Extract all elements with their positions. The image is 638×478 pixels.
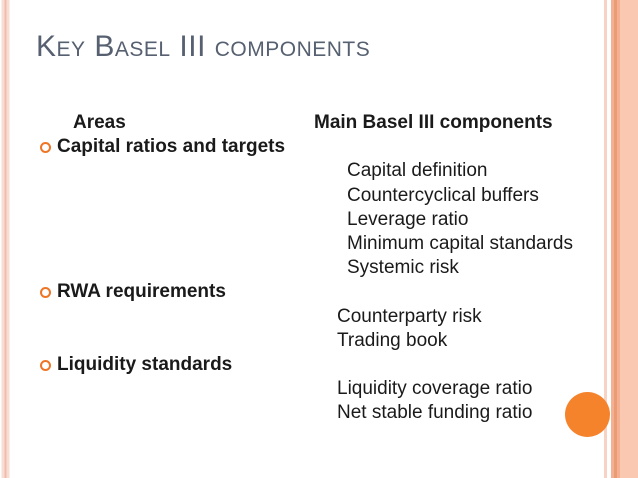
bullet-icon [40, 287, 51, 299]
table-row: Trading book [0, 329, 638, 353]
table-row: Leverage ratio [0, 208, 638, 232]
table-row: RWA requirements [0, 280, 638, 304]
table-row: Liquidity standards [0, 353, 638, 377]
table-row: Counterparty risk [0, 305, 638, 329]
area-item-text: Capital ratios and targets [57, 136, 286, 158]
table-row: Systemic risk [0, 256, 638, 280]
bullet-icon [40, 142, 51, 154]
areas-column-header: Areas [73, 112, 126, 133]
component-item-text: Systemic risk [347, 257, 459, 279]
left-stripe-decoration [0, 0, 10, 478]
component-item-text: Liquidity coverage ratio [337, 378, 533, 400]
area-item-text: RWA requirements [57, 281, 226, 303]
component-item-text: Minimum capital standards [347, 232, 573, 254]
table-row: Liquidity coverage ratio [0, 377, 638, 401]
component-item-text: Trading book [337, 329, 448, 351]
slide-title: Key Basel III components [36, 30, 371, 63]
component-item-text: Net stable funding ratio [337, 402, 533, 424]
table-row: Capital ratios and targets [0, 135, 638, 159]
components-column-header: Main Basel III components [314, 112, 553, 133]
orange-circle-decoration [565, 392, 610, 437]
table-row: Countercyclical buffers [0, 184, 638, 208]
table-row: Minimum capital standards [0, 232, 638, 256]
component-item-text: Leverage ratio [347, 208, 469, 230]
table-row: Areas Main Basel III components [0, 111, 638, 135]
right-stripe-decoration [604, 0, 638, 478]
bullet-icon [40, 359, 51, 371]
component-item-text: Capital definition [347, 160, 488, 182]
component-item-text: Counterparty risk [337, 305, 482, 327]
area-item-text: Liquidity standards [57, 353, 233, 375]
table-row: Capital definition [0, 159, 638, 183]
component-item-text: Countercyclical buffers [347, 184, 539, 206]
table-row: Net stable funding ratio [0, 401, 638, 425]
